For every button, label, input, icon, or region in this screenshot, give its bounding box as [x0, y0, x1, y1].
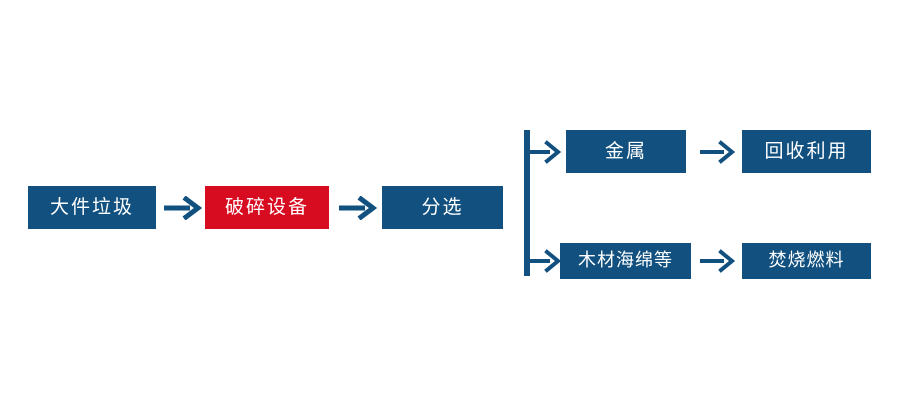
- node-incineration-fuel[interactable]: 焚烧燃料: [742, 243, 871, 279]
- arrow-right-icon-branch-metal: [528, 140, 562, 164]
- branch-split-bar: [524, 130, 530, 276]
- arrow-right-icon-bulky-to-crusher: [162, 196, 202, 220]
- node-recycling-reuse[interactable]: 回收利用: [742, 130, 871, 173]
- node-sorting[interactable]: 分选: [382, 186, 503, 229]
- node-wood-sponge-etc[interactable]: 木材海绵等: [560, 243, 691, 279]
- arrow-right-icon-metal-to-recycle: [698, 140, 736, 164]
- arrow-right-icon-wood-to-fuel: [698, 249, 736, 273]
- node-metal[interactable]: 金属: [566, 130, 686, 173]
- arrow-right-icon-crusher-to-sorting: [337, 196, 377, 220]
- arrow-right-icon-branch-wood: [528, 249, 562, 273]
- node-crushing-equipment[interactable]: 破碎设备: [205, 186, 329, 229]
- node-bulky-waste[interactable]: 大件垃圾: [28, 186, 156, 229]
